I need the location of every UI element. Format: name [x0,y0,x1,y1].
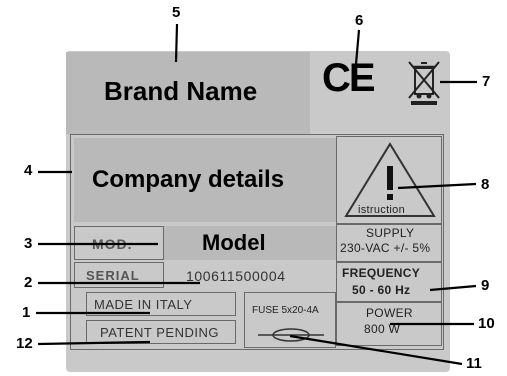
power-title: POWER [366,306,413,320]
leader-9 [429,284,477,292]
leader-5 [174,23,179,63]
fuse-icon [258,328,324,342]
model-box [164,226,336,260]
serial-value: 100611500004 [186,268,286,284]
callout-6: 6 [355,12,364,29]
patent-box [86,320,236,344]
callout-10: 10 [478,315,495,332]
fuse-label: FUSE 5x20-4A [252,305,319,316]
callout-8: 8 [481,176,490,193]
callout-5: 5 [172,4,181,21]
leader-8 [397,182,477,190]
callout-12: 12 [16,335,33,352]
frequency-value: 50 - 60 Hz [352,283,411,297]
warning-label: istruction [358,204,406,216]
leader-12 [37,340,151,346]
serial-label-box [74,262,164,288]
crossed-bin-icon [408,61,440,105]
warning-box [336,136,442,224]
callout-4: 4 [24,162,33,179]
plate-grid [70,134,444,350]
made-in-box [86,292,236,316]
leader-6 [354,29,361,65]
ce-mark-icon: CE [322,56,376,100]
callout-1: 1 [22,304,31,321]
brand-name: Brand Name [104,76,258,106]
made-in-label: MADE IN ITALY [94,297,193,312]
supply-box [336,224,442,262]
power-value: 800 W [364,322,401,336]
serial-label: SERIAL [86,268,140,283]
company-details: Company details [92,166,285,193]
fuse-box [244,292,336,348]
brand-box [66,52,310,134]
warning-triangle-icon [344,142,436,217]
callout-9: 9 [481,277,490,294]
company-box [74,138,336,222]
model-name: Model [202,230,266,255]
patent-label: PATENT PENDING [100,325,219,340]
callout-3: 3 [24,235,33,252]
callout-7: 7 [482,73,491,90]
supply-value: 230-VAC +/- 5% [340,241,431,255]
callout-11: 11 [466,355,482,372]
callout-2: 2 [24,274,33,291]
leader-11 [289,334,463,366]
supply-title: SUPPLY [366,226,415,240]
frequency-title: FREQUENCY [342,266,421,280]
frequency-box [336,262,442,302]
